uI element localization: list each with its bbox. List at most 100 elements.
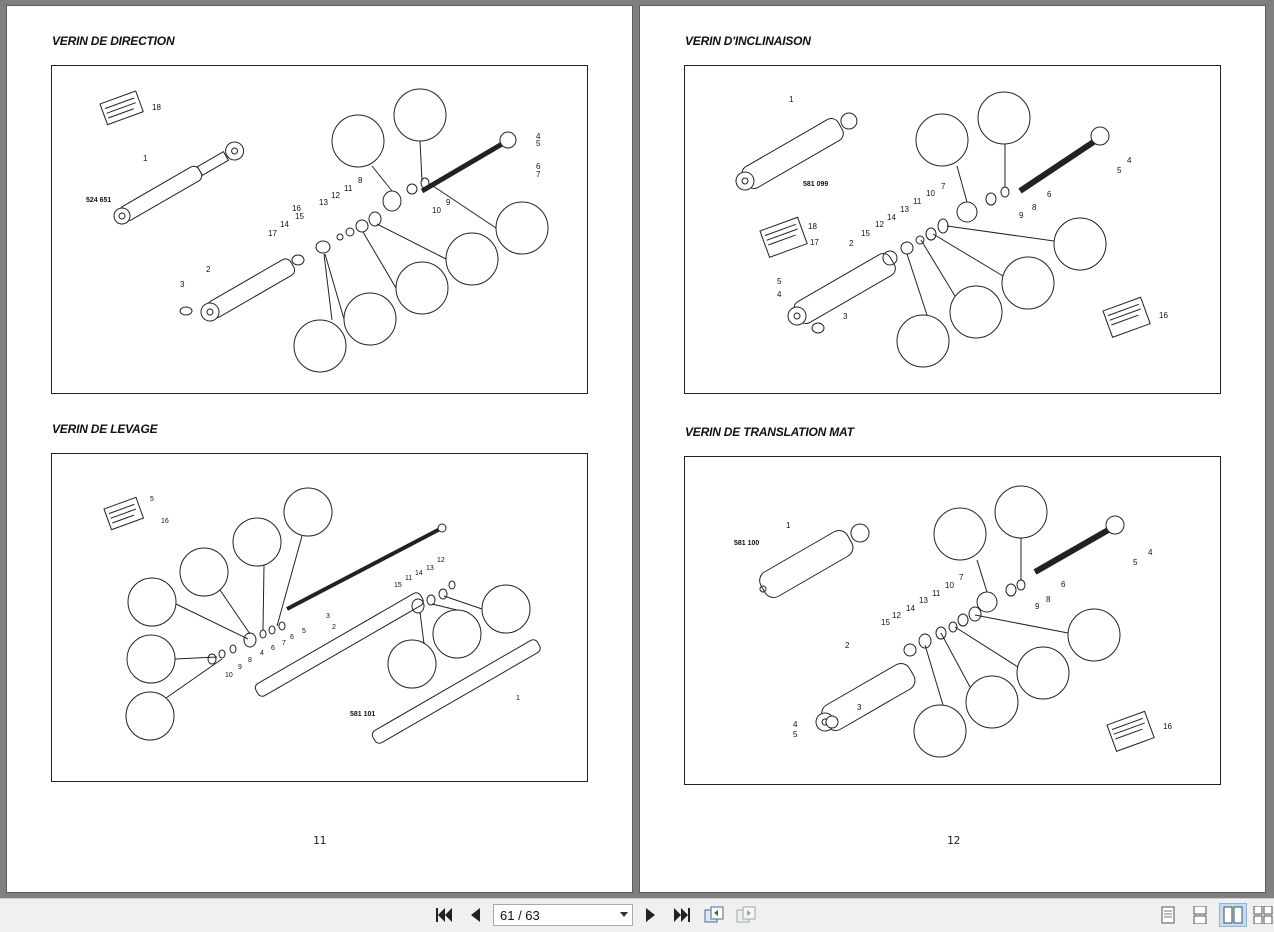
svg-text:11: 11 [932, 589, 941, 598]
svg-text:4: 4 [1127, 156, 1132, 165]
last-page-button[interactable] [671, 904, 693, 926]
svg-text:3: 3 [843, 312, 848, 321]
svg-text:16: 16 [1159, 311, 1168, 320]
svg-text:11: 11 [913, 197, 922, 206]
svg-text:16: 16 [1163, 722, 1172, 731]
page-indicator: 61 / 63 [500, 908, 540, 923]
svg-text:10: 10 [945, 581, 954, 590]
svg-text:17: 17 [268, 229, 277, 238]
svg-text:6: 6 [1061, 580, 1066, 589]
svg-text:2: 2 [332, 624, 336, 631]
next-page-button[interactable] [640, 904, 662, 926]
svg-text:5: 5 [1133, 558, 1138, 567]
svg-text:13: 13 [919, 596, 928, 605]
page-number-right: 12 [947, 834, 961, 847]
first-page-button[interactable] [433, 904, 455, 926]
svg-text:8: 8 [1032, 203, 1037, 212]
section-title-verin-d-inclinaison: VERIN D'INCLINAISON [685, 34, 811, 48]
svg-text:10: 10 [926, 189, 935, 198]
svg-text:6: 6 [290, 634, 294, 641]
continuous-view-icon [1193, 906, 1207, 924]
svg-text:14: 14 [415, 570, 423, 577]
back-view-icon [704, 906, 724, 923]
svg-text:10: 10 [225, 672, 233, 679]
svg-text:14: 14 [280, 220, 289, 229]
svg-text:15: 15 [881, 618, 890, 627]
page-number-dropdown[interactable]: 61 / 63 [493, 904, 633, 926]
svg-text:1: 1 [516, 695, 520, 702]
svg-text:10: 10 [432, 206, 441, 215]
svg-text:18: 18 [152, 103, 161, 112]
previous-page-icon [471, 908, 480, 922]
part-reference: 581 099 [803, 181, 828, 188]
section-title-verin-de-translation-mat: VERIN DE TRANSLATION MAT [685, 425, 854, 439]
svg-text:15: 15 [861, 229, 870, 238]
continuous-view-button[interactable] [1189, 904, 1211, 926]
forward-view-button[interactable] [735, 904, 757, 926]
svg-text:9: 9 [238, 664, 242, 671]
svg-text:12: 12 [875, 220, 884, 229]
previous-page-button[interactable] [464, 904, 486, 926]
two-page-view-icon [1223, 906, 1243, 924]
svg-text:15: 15 [394, 582, 402, 589]
svg-text:5: 5 [1117, 166, 1122, 175]
viewer-toolbar: 61 / 63 [0, 898, 1274, 932]
two-page-continuous-view-icon [1253, 906, 1273, 924]
two-page-view-button[interactable] [1219, 903, 1247, 927]
svg-text:8: 8 [358, 176, 363, 185]
svg-text:1: 1 [143, 154, 148, 163]
svg-text:9: 9 [446, 198, 451, 207]
svg-text:6: 6 [1047, 190, 1052, 199]
svg-text:6: 6 [536, 162, 541, 171]
svg-text:3: 3 [326, 613, 330, 620]
single-page-view-icon [1161, 906, 1175, 924]
svg-text:14: 14 [906, 604, 915, 613]
svg-text:4: 4 [793, 720, 798, 729]
svg-text:2: 2 [849, 239, 854, 248]
svg-text:11: 11 [344, 184, 353, 193]
svg-text:5: 5 [302, 628, 306, 635]
svg-text:5: 5 [150, 496, 154, 503]
svg-text:7: 7 [536, 170, 541, 179]
svg-text:8: 8 [248, 657, 252, 664]
svg-text:12: 12 [437, 557, 445, 564]
svg-text:3: 3 [180, 280, 185, 289]
next-page-icon [646, 908, 655, 922]
svg-text:5: 5 [536, 139, 541, 148]
svg-text:12: 12 [892, 611, 901, 620]
single-page-view-button[interactable] [1157, 904, 1179, 926]
part-reference: 581 100 [734, 540, 759, 547]
svg-text:16: 16 [292, 204, 301, 213]
back-view-button[interactable] [703, 904, 725, 926]
svg-text:1: 1 [789, 95, 794, 104]
svg-text:15: 15 [295, 212, 304, 221]
svg-text:2: 2 [845, 641, 850, 650]
svg-text:8: 8 [1046, 595, 1051, 604]
forward-view-icon [736, 906, 756, 923]
svg-text:7: 7 [959, 573, 964, 582]
svg-text:13: 13 [900, 205, 909, 214]
svg-text:6: 6 [271, 645, 275, 652]
svg-text:18: 18 [808, 222, 817, 231]
svg-text:4: 4 [1148, 548, 1153, 557]
svg-text:12: 12 [331, 191, 340, 200]
svg-text:13: 13 [426, 565, 434, 572]
svg-text:11: 11 [405, 575, 412, 582]
section-title-verin-de-levage: VERIN DE LEVAGE [52, 422, 158, 436]
svg-text:4: 4 [536, 132, 541, 141]
svg-text:4: 4 [260, 650, 264, 657]
svg-text:16: 16 [161, 518, 169, 525]
svg-text:5: 5 [793, 730, 798, 739]
two-page-continuous-view-button[interactable] [1252, 904, 1274, 926]
svg-text:14: 14 [887, 213, 896, 222]
